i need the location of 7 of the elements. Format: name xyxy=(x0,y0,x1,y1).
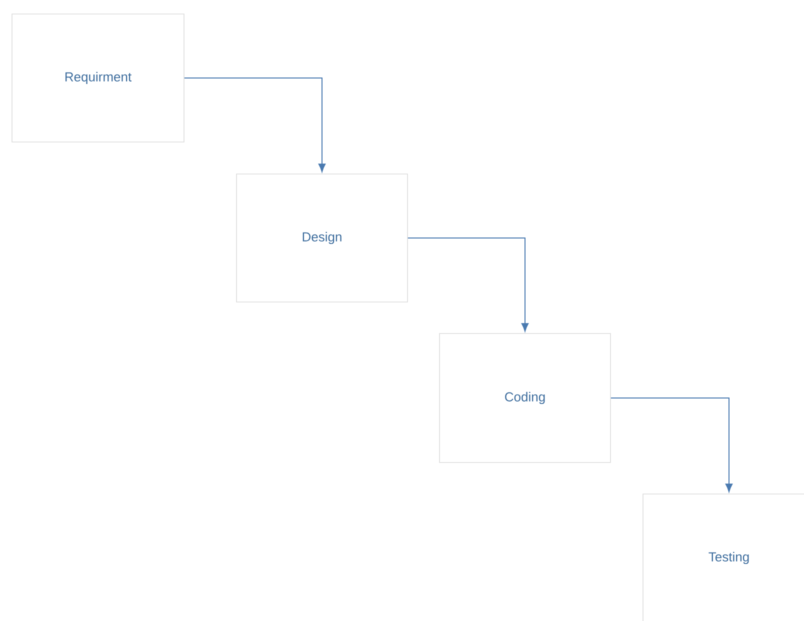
arrow xyxy=(184,78,326,172)
process-box: Design xyxy=(236,174,408,302)
process-box: Requirment xyxy=(12,14,184,142)
process-box: Coding xyxy=(439,333,611,463)
arrow xyxy=(407,238,529,332)
arrow xyxy=(610,398,733,492)
process-box: Testing xyxy=(642,494,804,621)
